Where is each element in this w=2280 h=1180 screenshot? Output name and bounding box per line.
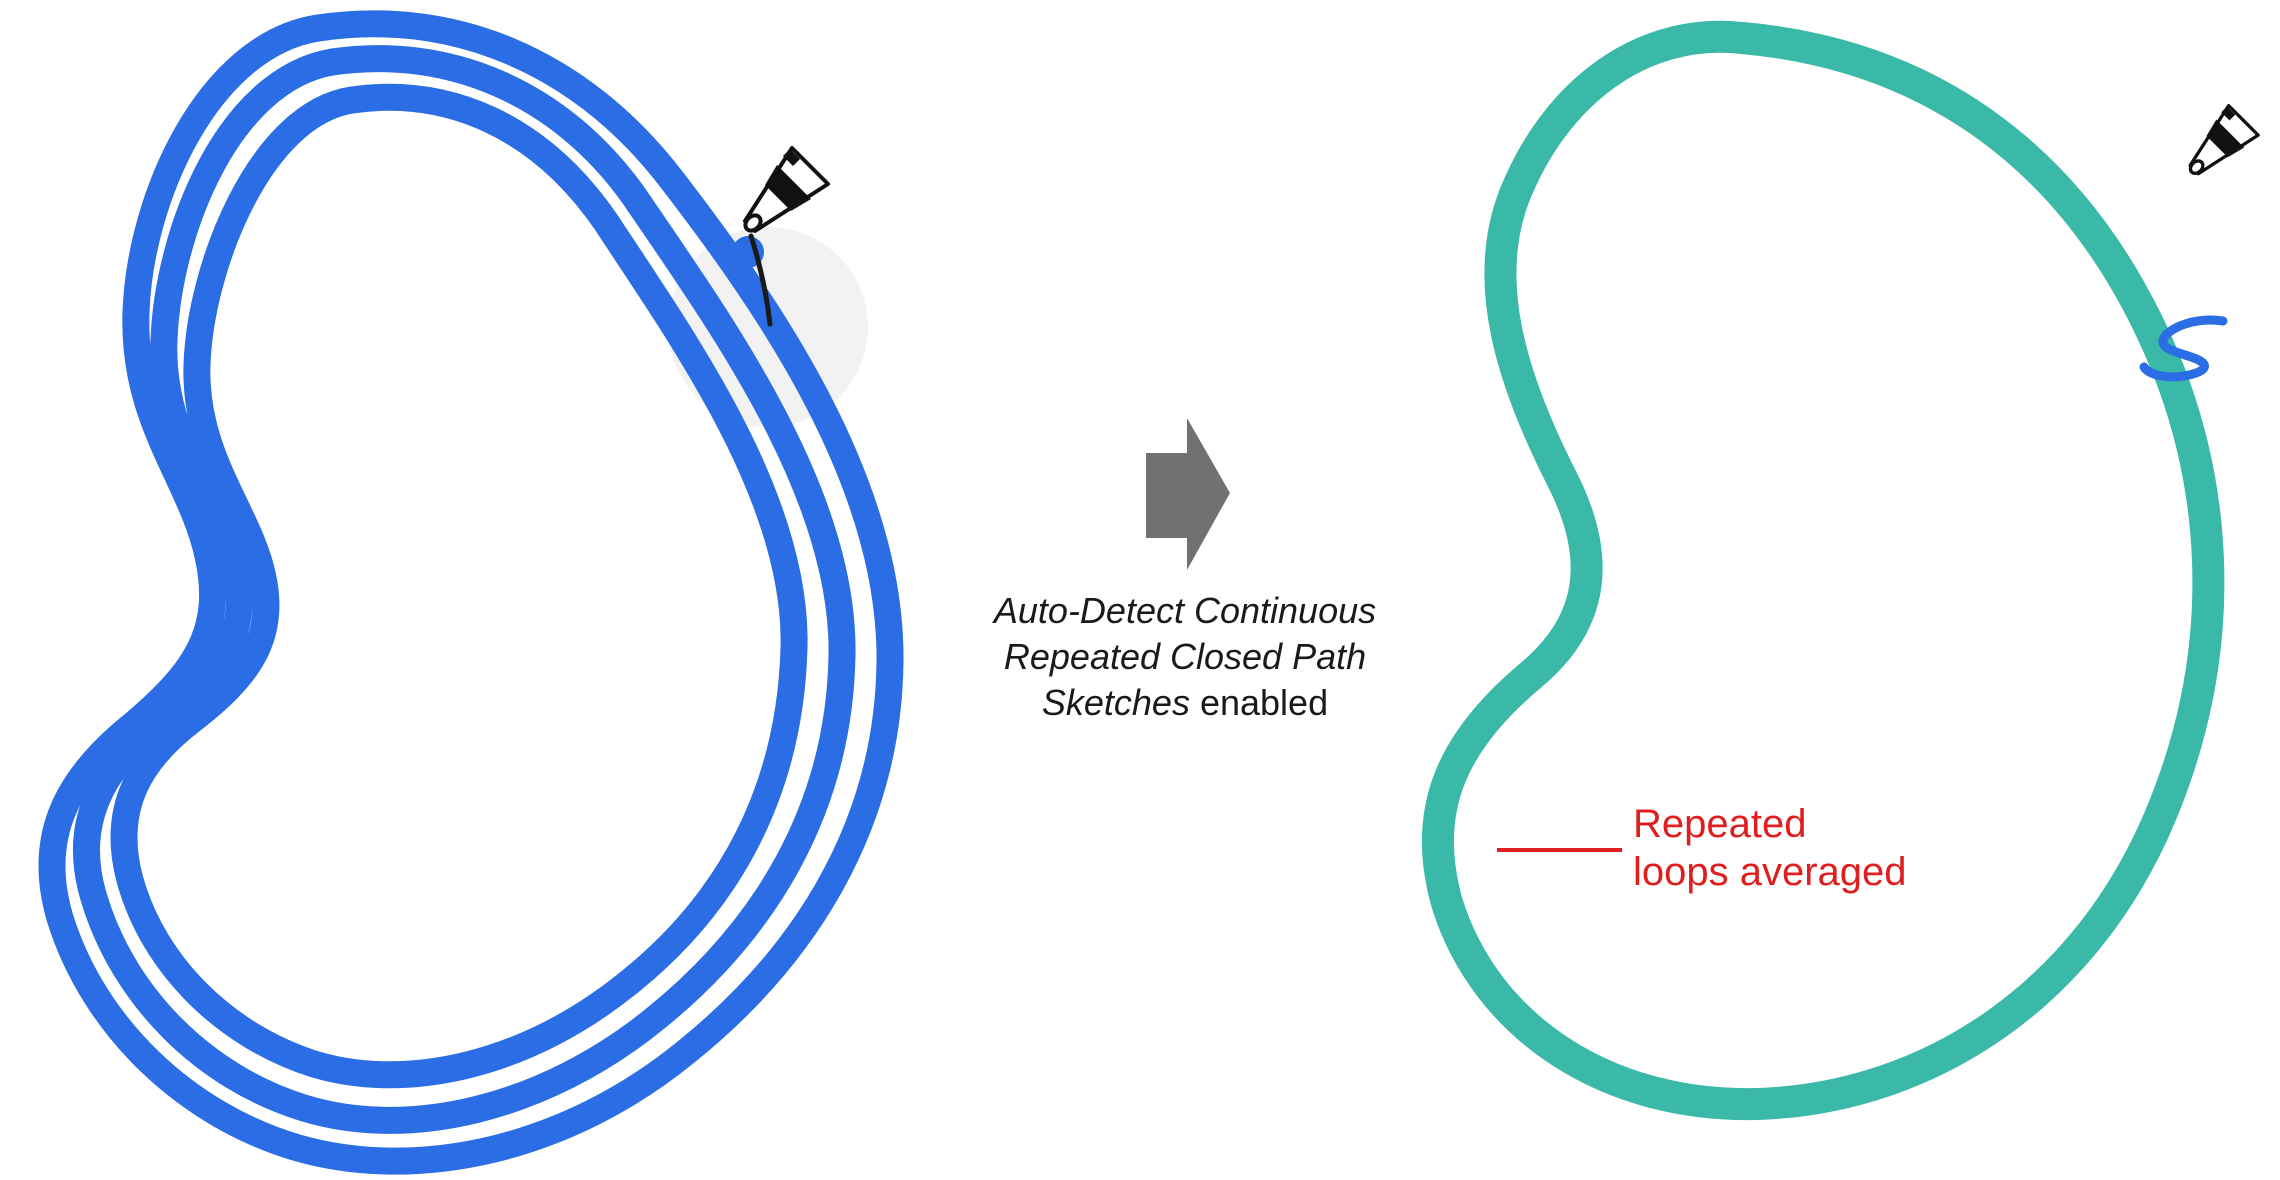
rough-sketch-canvas xyxy=(38,10,904,1175)
caption-line: Sketches enabled xyxy=(945,680,1425,726)
pen-band xyxy=(765,165,811,211)
annotation-label: Repeated loops averaged xyxy=(1633,800,1907,896)
pen-nib xyxy=(743,213,763,233)
caption-feature-name: Sketches xyxy=(1041,682,1190,723)
averaged-path-stroke xyxy=(1421,20,2225,1121)
annotation-line: Repeated xyxy=(1633,802,1807,846)
pen-band xyxy=(2206,119,2245,158)
pen-nib xyxy=(2188,159,2205,175)
right-block-arrow-icon xyxy=(1146,418,1230,570)
pen-cap-stripe xyxy=(783,149,800,166)
pen-lift-squiggle-stroke xyxy=(2139,315,2228,382)
caption-state: enabled xyxy=(1199,682,1329,723)
pen-tip-line xyxy=(748,233,773,327)
pen-cap-stripe xyxy=(2221,106,2236,121)
annotation-line: loops averaged xyxy=(1633,850,1907,894)
caption-line: Repeated Closed Path xyxy=(1003,636,1367,677)
feature-caption: Auto-Detect Continuous Repeated Closed P… xyxy=(945,588,1425,726)
smooth-result-canvas xyxy=(1421,20,2260,1121)
caption-line: Auto-Detect Continuous xyxy=(993,590,1377,631)
rough-stroke-loop-outer xyxy=(38,10,904,1175)
marker-pen-icon xyxy=(743,146,830,233)
rough-stroke-loop-middle xyxy=(72,45,856,1134)
rough-stroke-loop-inner xyxy=(110,83,808,1089)
marker-pen-icon xyxy=(2188,104,2260,176)
